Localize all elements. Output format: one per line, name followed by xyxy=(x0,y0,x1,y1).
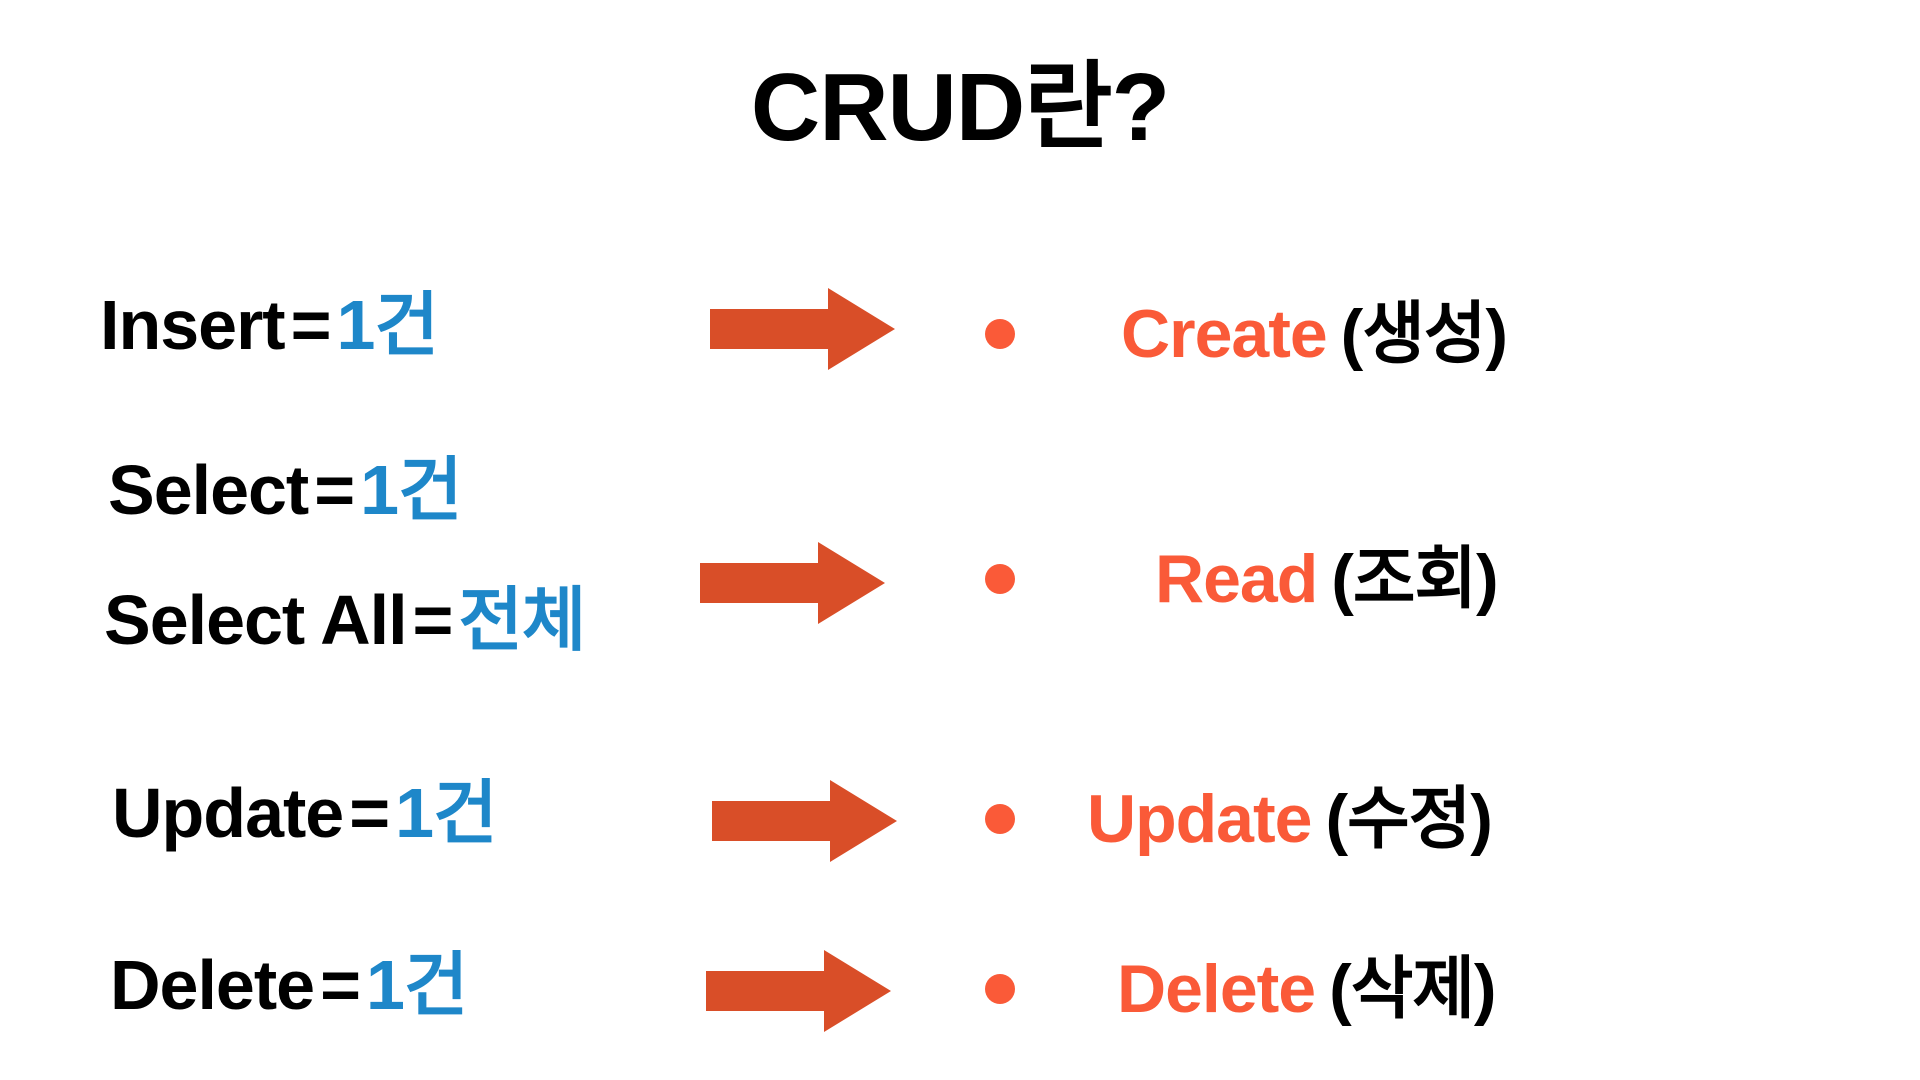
right-row-update: Update (수정) xyxy=(985,781,1493,857)
left-operation-label: Update xyxy=(112,774,344,852)
left-quantity-label: 1건 xyxy=(336,286,439,364)
equals-sign: = xyxy=(290,286,332,364)
right-korean-label: (조회) xyxy=(1331,541,1498,617)
left-row-update: Update=1건 xyxy=(112,778,497,848)
equals-sign: = xyxy=(314,451,355,529)
right-korean-label: (삭제) xyxy=(1329,951,1496,1027)
right-arrow-icon xyxy=(712,780,897,862)
left-quantity-label: 1건 xyxy=(360,451,462,529)
right-row-delete: Delete (삭제) xyxy=(985,951,1497,1027)
left-quantity-label: 1건 xyxy=(366,946,468,1024)
right-english-label: Update xyxy=(1087,781,1312,857)
right-korean-label: (수정) xyxy=(1325,781,1492,857)
bullet-point-icon xyxy=(985,564,1015,594)
right-korean-label: (생성) xyxy=(1340,296,1508,372)
equals-sign: = xyxy=(349,774,390,852)
left-quantity-label: 1건 xyxy=(395,774,497,852)
right-english-label: Read xyxy=(1155,541,1318,617)
right-row-read: Read (조회) xyxy=(985,541,1499,617)
left-row-select-all: Select All=전체 xyxy=(104,585,586,655)
left-operation-label: Delete xyxy=(110,946,315,1024)
right-arrow-icon xyxy=(700,542,885,624)
right-english-label: Delete xyxy=(1117,951,1316,1027)
right-arrow-icon xyxy=(710,288,895,370)
left-operation-label: Insert xyxy=(100,286,286,364)
equals-sign: = xyxy=(320,946,361,1024)
right-arrow-icon xyxy=(706,950,891,1032)
bullet-point-icon xyxy=(985,974,1015,1004)
left-row-select: Select=1건 xyxy=(108,455,462,525)
left-quantity-label: 전체 xyxy=(458,581,586,659)
equals-sign: = xyxy=(412,581,454,659)
left-operation-label: Select xyxy=(108,451,309,529)
page-title: CRUD란? xyxy=(750,54,1170,161)
right-english-label: Create xyxy=(1121,296,1328,372)
left-row-delete: Delete=1건 xyxy=(110,950,468,1020)
right-row-create: Create (생성) xyxy=(985,296,1508,372)
bullet-point-icon xyxy=(985,804,1015,834)
left-operation-label: Select All xyxy=(104,581,408,659)
bullet-point-icon xyxy=(985,319,1015,349)
left-row-insert: Insert=1건 xyxy=(100,290,439,360)
